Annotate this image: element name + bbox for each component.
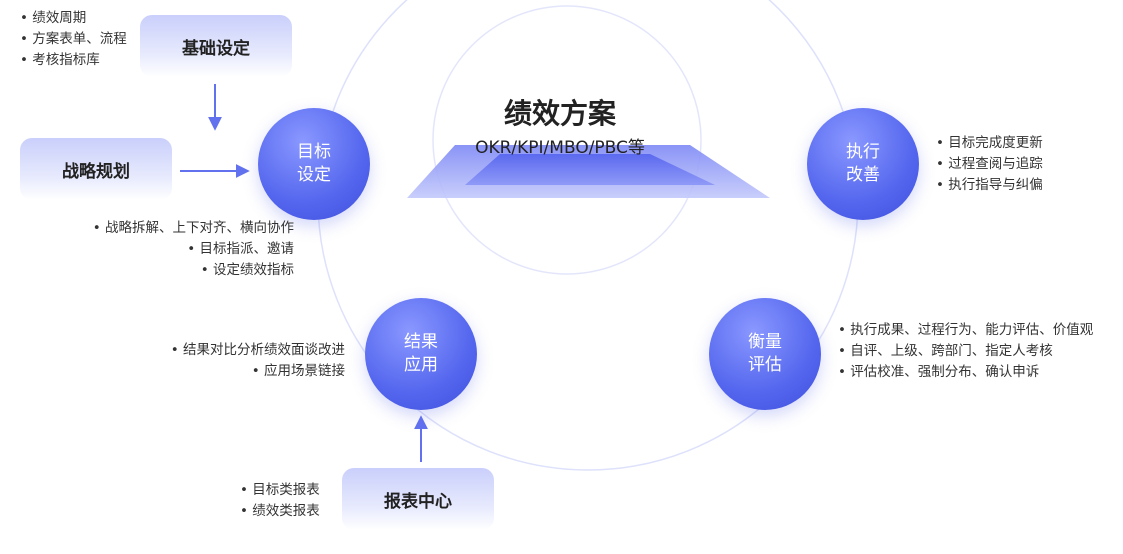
basic-setup-notes: 绩效周期 方案表单、流程 考核指标库	[20, 8, 127, 71]
note-item: 结果对比分析绩效面谈改进	[171, 340, 345, 361]
strategy-box: 战略规划	[20, 138, 172, 200]
platform-inner	[465, 154, 715, 185]
note-item: 目标指派、邀请	[93, 239, 295, 260]
note-item: 目标完成度更新	[936, 133, 1043, 154]
goal-setting-notes: 战略拆解、上下对齐、横向协作 目标指派、邀请 设定绩效指标	[93, 218, 294, 281]
note-item: 评估校准、强制分布、确认申诉	[838, 362, 1093, 383]
goal-setting-label: 目标 设定	[297, 142, 331, 185]
note-item: 执行成果、过程行为、能力评估、价值观	[838, 320, 1093, 341]
note-item: 设定绩效指标	[93, 260, 294, 281]
note-item: 执行指导与纠偏	[936, 175, 1043, 196]
report-center-box: 报表中心	[342, 468, 494, 530]
note-item: 考核指标库	[20, 50, 127, 71]
measurement-circle: 衡量 评估	[709, 298, 821, 410]
basic-setup-box: 基础设定	[140, 15, 292, 77]
result-application-notes: 结果对比分析绩效面谈改进 应用场景链接	[171, 340, 345, 382]
note-item: 应用场景链接	[171, 361, 345, 382]
center-subtitle: OKR/KPI/MBO/PBC等	[475, 138, 645, 158]
note-item: 自评、上级、跨部门、指定人考核	[838, 341, 1093, 362]
note-item: 方案表单、流程	[20, 29, 127, 50]
note-item: 战略拆解、上下对齐、横向协作	[93, 218, 294, 239]
result-application-label: 结果 应用	[404, 332, 438, 375]
measurement-notes: 执行成果、过程行为、能力评估、价值观 自评、上级、跨部门、指定人考核 评估校准、…	[838, 320, 1093, 383]
note-item: 目标类报表	[240, 480, 320, 501]
execution-notes: 目标完成度更新 过程查阅与追踪 执行指导与纠偏	[936, 133, 1043, 196]
note-item: 过程查阅与追踪	[936, 154, 1043, 175]
measurement-label: 衡量 评估	[748, 332, 782, 375]
center-ring	[432, 5, 702, 275]
note-item: 绩效类报表	[240, 501, 320, 522]
result-application-circle: 结果 应用	[365, 298, 477, 410]
report-center-notes: 目标类报表 绩效类报表	[240, 480, 320, 522]
center-title: 绩效方案	[503, 97, 616, 130]
goal-setting-circle: 目标 设定	[258, 108, 370, 220]
execution-label: 执行 改善	[846, 142, 880, 185]
execution-circle: 执行 改善	[807, 108, 919, 220]
note-item: 绩效周期	[20, 8, 127, 29]
